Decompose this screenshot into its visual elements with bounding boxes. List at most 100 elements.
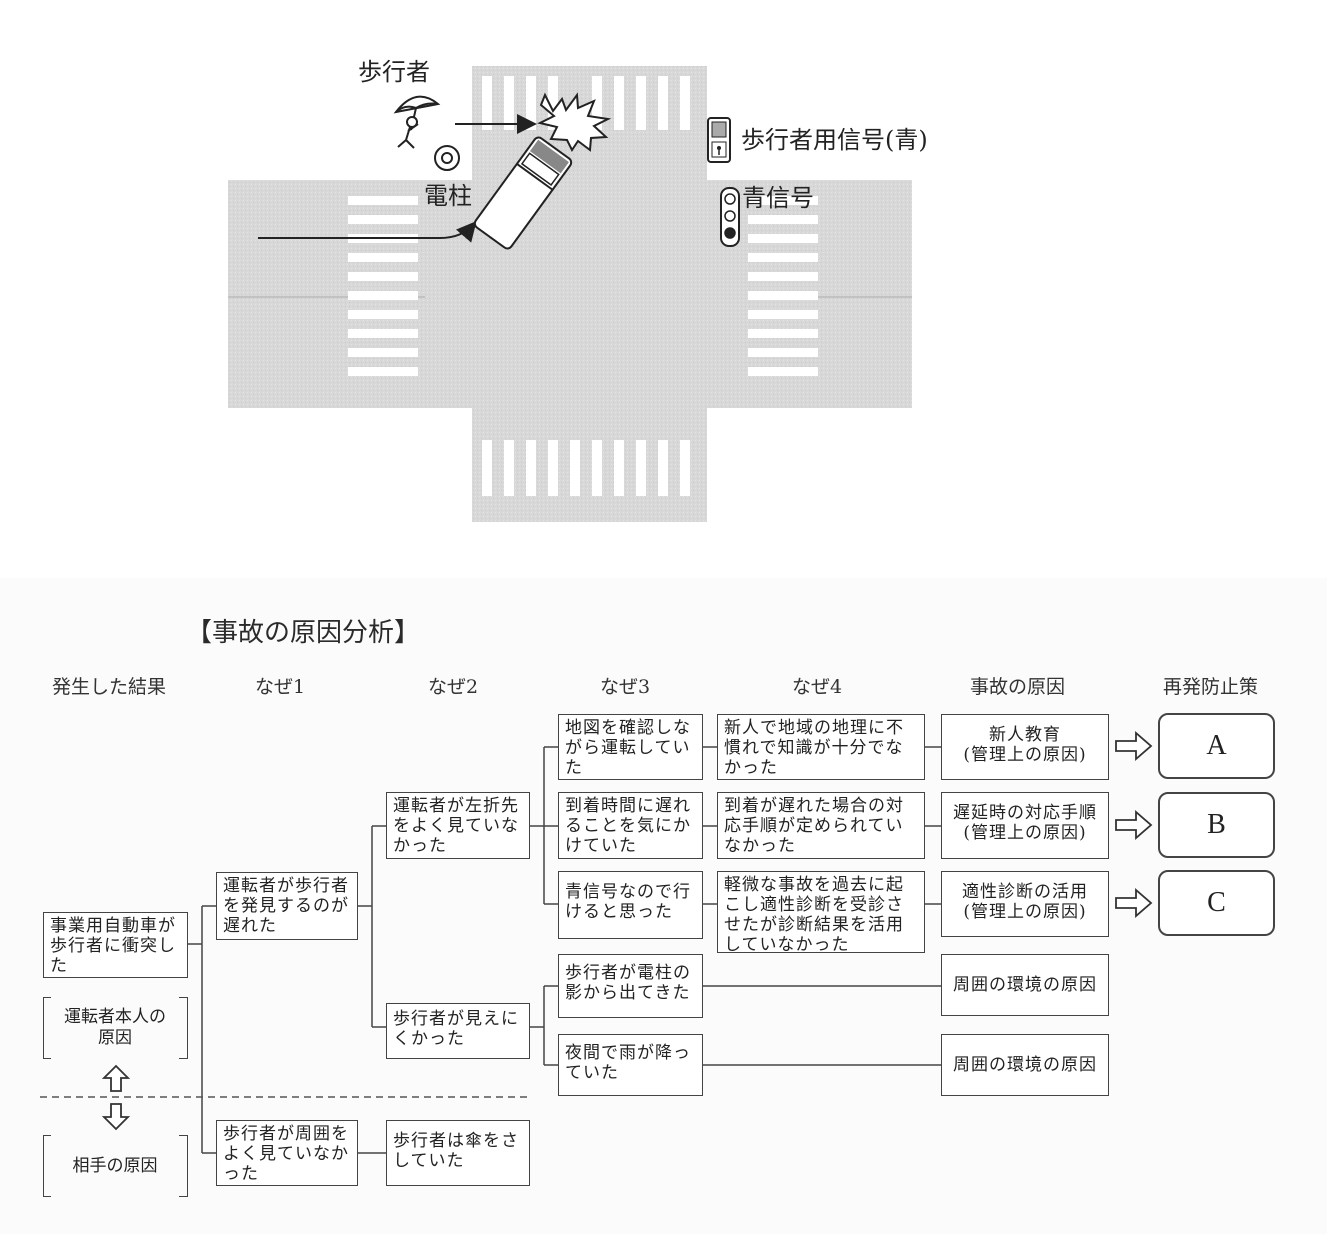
cause-subtitle: (管理上の原因) [963, 745, 1087, 765]
crosswalk-stripe [348, 272, 418, 281]
header-why2: なぜ2 [428, 676, 479, 698]
why2-box: 歩行者が見えにくかった [386, 1003, 530, 1059]
crosswalk-stripe [658, 76, 668, 130]
crosswalk-stripe [748, 310, 818, 319]
crosswalk-stripe [748, 291, 818, 300]
header-why3: なぜ3 [600, 676, 651, 698]
other-cause-bracket [43, 1135, 188, 1197]
crosswalk-stripe [526, 440, 536, 496]
bracket-corner [43, 997, 51, 998]
crosswalk-stripe [526, 76, 536, 130]
bracket-corner [43, 1196, 51, 1197]
crosswalk-north [482, 76, 690, 130]
utility-pole-icon [434, 145, 460, 171]
crosswalk-stripe [348, 291, 418, 300]
cause-title: 遅延時の対応手順 [953, 803, 1097, 823]
why3-box: 到着時間に遅れることを気にかけていた [558, 792, 703, 859]
analysis-title: 【事故の原因分析】 [186, 618, 421, 648]
why3-box: 歩行者が電柱の影から出てきた [558, 954, 703, 1018]
other-cause-label: 相手の原因 [72, 1156, 158, 1176]
cause-box: 周囲の環境の原因 [941, 1034, 1109, 1096]
cause-box: 遅延時の対応手順 (管理上の原因) [941, 792, 1109, 859]
driver-cause-bracket [43, 997, 188, 1059]
crosswalk-stripe [748, 329, 818, 338]
why1-box: 歩行者が周囲をよく見ていなかった [216, 1120, 358, 1186]
intersection-diagram [228, 66, 912, 522]
truck-icon [473, 136, 573, 250]
crosswalk-stripe [748, 272, 818, 281]
crosswalk-stripe [482, 76, 492, 130]
crosswalk-stripe [592, 440, 602, 496]
result-box: 事業用自動車が歩行者に衝突した [43, 912, 188, 978]
pedestrian-label: 歩行者 [358, 58, 430, 86]
driver-cause-label: 運転者本人の原因 [64, 1007, 166, 1048]
measure-box-c: C [1158, 870, 1275, 936]
measure-box-b: B [1158, 792, 1275, 858]
why4-box: 軽微な事故を過去に起こし適性診断を受診させたが診断結果を活用していなかった [717, 871, 925, 955]
crosswalk-stripe [636, 440, 646, 496]
why3-box: 地図を確認しながら運転していた [558, 714, 703, 780]
header-why4: なぜ4 [792, 676, 843, 698]
vehicle-arrow [258, 220, 477, 243]
pedestrian-signal-icon [707, 117, 731, 163]
crosswalk-stripe [748, 348, 818, 357]
crosswalk-stripe [482, 440, 492, 496]
cause-box: 周囲の環境の原因 [941, 954, 1109, 1016]
crosswalk-stripe [748, 367, 818, 376]
crosswalk-stripe [680, 440, 690, 496]
crosswalk-stripe [348, 348, 418, 357]
why1-box: 運転者が歩行者を発見するのが遅れた [216, 872, 358, 940]
crosswalk-stripe [748, 196, 818, 205]
bracket-corner [43, 1135, 51, 1136]
why3-box: 青信号なので行けると思った [558, 871, 703, 939]
header-result: 発生した結果 [52, 676, 167, 698]
crosswalk-east [748, 196, 818, 376]
bracket-corner [179, 997, 187, 998]
crosswalk-stripe [592, 76, 602, 130]
collision-icon [537, 92, 612, 152]
crosswalk-stripe [348, 329, 418, 338]
crosswalk-stripe [614, 76, 624, 130]
why4-box: 到着が遅れた場合の対応手順が定められていなかった [717, 792, 925, 859]
utility-pole-label: 電柱 [424, 182, 472, 210]
crosswalk-stripe [504, 440, 514, 496]
crosswalk-stripe [348, 367, 418, 376]
cause-box: 新人教育 (管理上の原因) [941, 714, 1109, 780]
crosswalk-stripe [748, 234, 818, 243]
crosswalk-stripe [614, 440, 624, 496]
header-why1: なぜ1 [255, 676, 306, 698]
cause-box: 適性診断の活用 (管理上の原因) [941, 871, 1109, 937]
cause-title: 適性診断の活用 [962, 882, 1088, 902]
crosswalk-stripe [680, 76, 690, 130]
crosswalk-stripe [548, 440, 558, 496]
measure-box-a: A [1158, 713, 1275, 779]
crosswalk-stripe [548, 76, 558, 130]
pedestrian-signal-label: 歩行者用信号(青) [741, 126, 928, 154]
crosswalk-stripe [748, 253, 818, 262]
cause-title: 新人教育 [989, 725, 1061, 745]
crosswalk-south [482, 440, 690, 496]
bracket-corner [179, 1196, 187, 1197]
crosswalk-stripe [504, 76, 514, 130]
cause-subtitle: (管理上の原因) [963, 902, 1087, 922]
header-cause: 事故の原因 [970, 676, 1066, 698]
crosswalk-stripe [348, 253, 418, 262]
bracket-corner [43, 1058, 51, 1059]
crosswalk-stripe [636, 76, 646, 130]
traffic-signal-icon [720, 187, 740, 247]
cause-subtitle: (管理上の原因) [963, 823, 1087, 843]
why3-box: 夜間で雨が降っていた [558, 1034, 703, 1096]
crosswalk-stripe [348, 310, 418, 319]
crosswalk-stripe [570, 440, 580, 496]
header-measure: 再発防止策 [1163, 676, 1259, 698]
crosswalk-stripe [348, 196, 418, 205]
pedestrian-icon [393, 95, 441, 149]
bracket-corner [179, 1135, 187, 1136]
why2-box: 歩行者は傘をさしていた [386, 1120, 530, 1186]
why4-box: 新人で地域の地理に不慣れで知識が十分でなかった [717, 714, 925, 780]
bracket-corner [179, 1058, 187, 1059]
green-signal-label: 青信号 [742, 184, 814, 212]
crosswalk-stripe [348, 215, 418, 224]
crosswalk-stripe [748, 215, 818, 224]
crosswalk-stripe [658, 440, 668, 496]
